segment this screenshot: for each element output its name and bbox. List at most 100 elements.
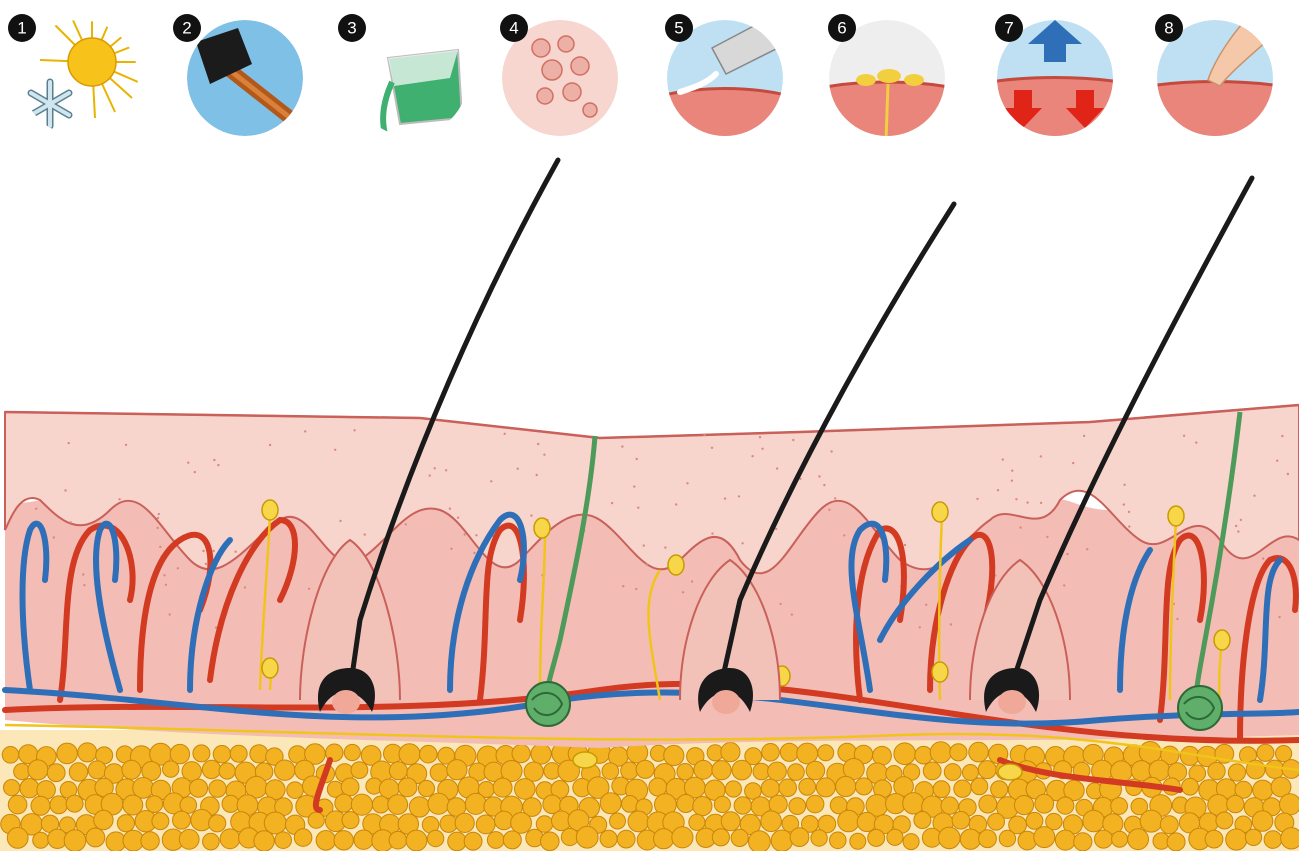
stipple-dot — [664, 546, 666, 548]
stipple-dot — [761, 448, 763, 450]
fat-cell — [57, 743, 78, 764]
stipple-dot — [1237, 530, 1239, 532]
fat-cell — [316, 831, 336, 851]
fat-cell — [721, 743, 740, 762]
fat-cell — [971, 778, 988, 795]
fat-cell — [806, 761, 825, 780]
stipple-dot — [1011, 480, 1013, 482]
stipple-dot — [205, 563, 207, 565]
fat-cell — [887, 829, 903, 845]
fat-cell — [689, 814, 705, 830]
stipple-dot — [1183, 435, 1185, 437]
fat-cell — [33, 832, 49, 848]
fat-cell — [830, 832, 847, 849]
fat-cell — [944, 764, 961, 781]
fat-cell — [1252, 811, 1273, 832]
fat-cell — [94, 810, 113, 829]
stipple-dot — [169, 613, 171, 615]
stipple-dot — [536, 474, 538, 476]
fat-cell — [388, 795, 408, 815]
fat-cell — [193, 745, 210, 762]
stipple-dot — [828, 509, 830, 511]
fat-cell — [788, 764, 805, 781]
fat-cell — [1035, 794, 1054, 813]
fat-cell — [1208, 762, 1225, 779]
number-badge-label: 5 — [674, 19, 683, 38]
stipple-dot — [304, 430, 306, 432]
stipple-dot — [645, 563, 647, 565]
fat-cell — [731, 829, 748, 846]
stipple-dot — [611, 502, 613, 504]
fat-cell — [511, 813, 532, 834]
fat-cell — [732, 760, 752, 780]
fat-cell — [914, 812, 931, 829]
fat-cell — [1216, 812, 1233, 829]
number-badge-label: 1 — [17, 19, 26, 38]
fat-cell — [146, 796, 163, 813]
fat-cell — [806, 795, 824, 813]
stipple-dot — [1287, 473, 1289, 475]
stipple-dot — [633, 485, 635, 487]
fat-cell — [930, 742, 951, 763]
stipple-dot — [1281, 435, 1283, 437]
fat-cell — [1083, 810, 1105, 832]
stipple-dot — [35, 508, 37, 510]
stipple-dot — [1040, 455, 1042, 457]
fat-cell — [64, 830, 86, 851]
fat-cell — [903, 793, 924, 814]
fat-cell — [1182, 778, 1199, 795]
fat-cell — [222, 795, 239, 812]
fat-cell — [857, 812, 876, 831]
stipple-dot — [449, 508, 451, 510]
fat-cell — [427, 830, 443, 846]
fat-cell — [610, 813, 626, 829]
fat-cell — [8, 795, 27, 814]
stipple-dot — [543, 454, 545, 456]
stipple-dot — [635, 588, 637, 590]
fat-cell — [779, 779, 797, 797]
stipple-dot — [504, 433, 506, 435]
stipple-dot — [637, 507, 639, 509]
fat-cell — [714, 796, 730, 812]
stipple-dot — [530, 514, 532, 516]
stipple-dot — [1066, 553, 1068, 555]
stipple-dot — [919, 626, 921, 628]
fat-cell — [1227, 795, 1244, 812]
number-badge-1: 1 — [8, 14, 36, 42]
fat-cell — [1228, 764, 1245, 781]
fat-cell — [447, 760, 467, 780]
stipple-dot — [125, 444, 127, 446]
fat-cell — [308, 812, 324, 828]
stipple-dot — [213, 459, 215, 461]
number-badge-7: 7 — [995, 14, 1023, 42]
fat-cell — [351, 762, 368, 779]
fat-cell — [771, 830, 792, 851]
fat-cell — [179, 829, 199, 849]
fat-cell — [873, 746, 892, 765]
stipple-dot — [82, 573, 84, 575]
stipple-dot — [686, 482, 688, 484]
fat-cell — [954, 780, 971, 797]
stipple-dot — [1123, 484, 1125, 486]
heat-cold-icon — [22, 12, 140, 136]
fat-cell — [420, 745, 438, 763]
stipple-dot — [53, 536, 55, 538]
fat-cell — [677, 795, 695, 813]
fat-cell — [117, 815, 134, 832]
stipple-dot — [904, 544, 906, 546]
fat-cell — [628, 811, 649, 832]
fat-cell — [978, 761, 996, 779]
stipple-dot — [823, 484, 825, 486]
fat-cell — [999, 830, 1015, 846]
fat-cell — [1253, 780, 1273, 800]
skin-section — [0, 160, 1299, 851]
fat-cell — [664, 745, 684, 765]
fat-cell — [617, 830, 635, 848]
stipple-dot — [165, 584, 167, 586]
stipple-dot — [775, 528, 777, 530]
fat-cell — [991, 781, 1008, 798]
fat-cell — [341, 778, 359, 796]
stipple-dot — [1063, 584, 1065, 586]
stipple-dot — [703, 434, 705, 436]
